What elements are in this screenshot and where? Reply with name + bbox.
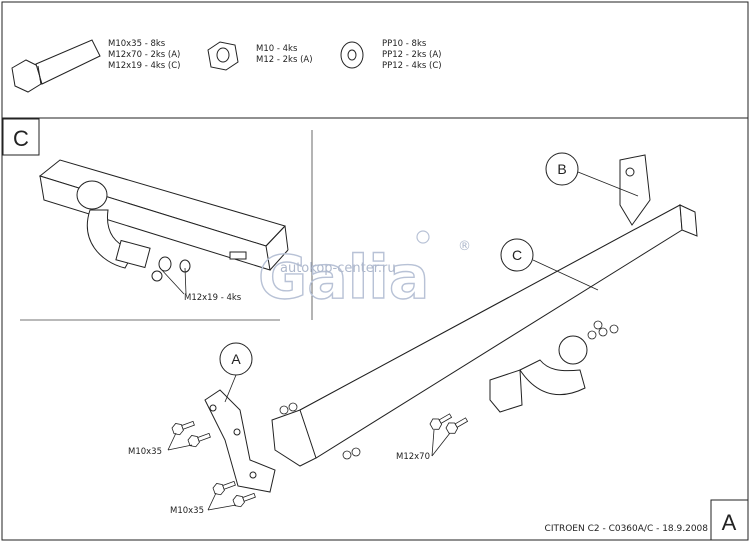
washer-spec-0: PP10 - 8ks	[382, 39, 427, 49]
nut-group	[279, 320, 619, 460]
bracket-a	[204, 389, 276, 493]
callout-b-letter: B	[557, 161, 566, 177]
label-m10x35-upper: M10x35	[128, 447, 162, 457]
watermark-registered: ®	[458, 239, 471, 254]
bolt-icon	[11, 39, 101, 93]
leader-m12x70	[431, 429, 435, 457]
watermark-site: autokop-center.ru	[280, 261, 396, 276]
sheet-letter: A	[722, 510, 737, 535]
callout-c-leader	[532, 259, 599, 291]
detail-c-drawing	[38, 159, 289, 282]
callout-a-letter: A	[231, 351, 241, 367]
bolt-spec-0: M10x35 - 8ks	[108, 39, 166, 49]
detail-letter-box	[2, 118, 40, 156]
callout-b-circle	[545, 152, 579, 186]
leader-m10x35-lower	[207, 492, 217, 511]
bolt-spec-1: M12x70 - 2ks (A)	[108, 50, 180, 60]
sheet-letter-box	[710, 499, 749, 541]
callout-a-leader	[224, 374, 237, 403]
callout-c-circle	[500, 238, 534, 272]
washer-spec-1: PP12 - 2ks (A)	[382, 50, 441, 60]
detail-leader-2	[184, 267, 187, 295]
bolt-group-center	[428, 410, 470, 437]
leader-m12x70-2	[431, 432, 451, 457]
leader-m10x35-lower-2	[207, 504, 237, 511]
nut-spec-1: M12 - 2ks (A)	[256, 55, 313, 65]
label-m12x70: M12x70	[396, 452, 430, 462]
nut-spec-0: M10 - 4ks	[256, 44, 298, 54]
label-m10x35-lower: M10x35	[170, 506, 204, 516]
callout-b-leader	[577, 171, 639, 197]
detail-bolt-label: M12x19 - 4ks	[184, 293, 242, 303]
leader-m10x35-upper-2	[167, 444, 193, 451]
nut-icon	[207, 41, 239, 71]
main-crossbar	[271, 154, 698, 467]
washer-icon	[340, 41, 364, 69]
watermark-logo-dot	[416, 230, 430, 244]
callout-c-letter: C	[512, 247, 522, 263]
detail-letter: C	[13, 126, 29, 151]
washer-spec-2: PP12 - 4ks (C)	[382, 61, 442, 71]
bolt-spec-2: M12x19 - 4ks (C)	[108, 61, 181, 71]
detail-leader-1	[159, 267, 185, 295]
watermark-logo: Galia	[258, 243, 429, 313]
leader-m10x35-upper	[167, 432, 177, 451]
footer-caption: CITROEN C2 - C0360A/C - 18.9.2008	[545, 524, 709, 534]
